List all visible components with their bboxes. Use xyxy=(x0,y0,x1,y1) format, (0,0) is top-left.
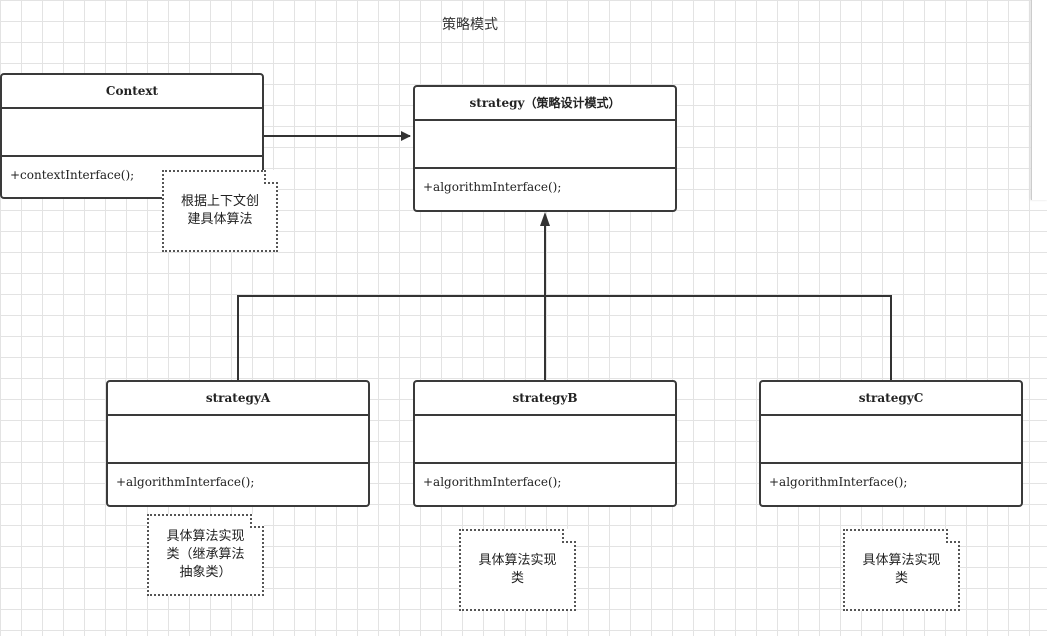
note-strategy-a[interactable]: 具体算法实现 类（继承算法 抽象类） xyxy=(147,514,264,596)
note-fold-icon xyxy=(250,514,264,528)
inheritance-tree xyxy=(237,295,892,382)
note-fold-icon xyxy=(264,170,278,184)
class-strategy[interactable]: strategy（策略设计模式） +algorithmInterface(); xyxy=(413,85,677,212)
class-strategy-b[interactable]: strategyB +algorithmInterface(); xyxy=(413,380,677,507)
class-attributes xyxy=(415,121,675,169)
class-name: strategy（策略设计模式） xyxy=(415,87,675,121)
class-name: strategyA xyxy=(108,382,368,416)
class-attributes xyxy=(761,416,1021,464)
class-name: strategyC xyxy=(761,382,1021,416)
diagram-title: 策略模式 xyxy=(442,17,498,33)
note-fold-icon xyxy=(946,529,960,543)
class-name: strategyB xyxy=(415,382,675,416)
note-text: 具体算法实现 类 xyxy=(478,553,557,586)
class-operation: +algorithmInterface(); xyxy=(423,475,562,489)
class-attributes xyxy=(415,416,675,464)
class-attributes xyxy=(2,109,262,157)
note-strategy-c[interactable]: 具体算法实现 类 xyxy=(843,529,960,611)
note-text: 根据上下文创 建具体算法 xyxy=(180,194,259,227)
note-context[interactable]: 根据上下文创 建具体算法 xyxy=(162,170,278,252)
class-operation: +algorithmInterface(); xyxy=(769,475,908,489)
class-strategy-c[interactable]: strategyC +algorithmInterface(); xyxy=(759,380,1023,507)
side-panel-edge xyxy=(1031,0,1047,200)
class-attributes xyxy=(108,416,368,464)
note-text: 具体算法实现 类 xyxy=(862,553,941,586)
class-name: Context xyxy=(2,75,262,109)
class-operation: +algorithmInterface(); xyxy=(116,475,255,489)
class-strategy-a[interactable]: strategyA +algorithmInterface(); xyxy=(106,380,370,507)
note-text: 具体算法实现 类（继承算法 抽象类） xyxy=(166,529,245,580)
class-context[interactable]: Context +contextInterface(); xyxy=(0,73,264,199)
class-operation: +algorithmInterface(); xyxy=(423,180,562,194)
class-operation: +contextInterface(); xyxy=(10,168,135,182)
inheritance-arrowhead xyxy=(540,212,550,226)
note-fold-icon xyxy=(562,529,576,543)
note-strategy-b[interactable]: 具体算法实现 类 xyxy=(459,529,576,611)
